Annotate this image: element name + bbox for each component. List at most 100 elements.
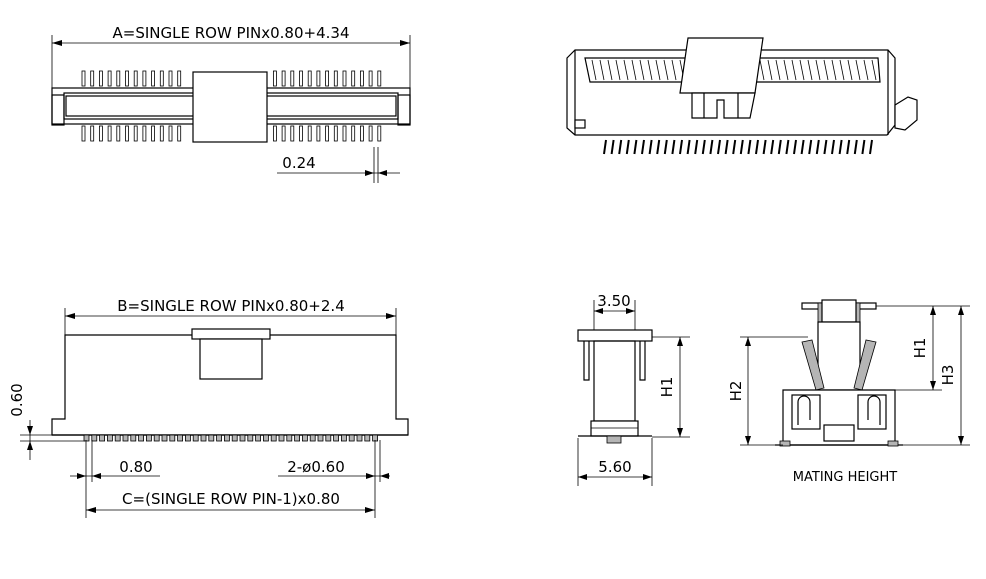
iso-pin: [679, 139, 683, 155]
iso-contact: [855, 59, 861, 81]
iso-pin: [724, 139, 729, 155]
iso-pin: [656, 139, 661, 155]
front-pin: [317, 434, 324, 442]
dim-h1-side-label: H1: [658, 377, 676, 398]
dim-c-label: C=(SINGLE ROW PIN-1)x0.80: [122, 490, 340, 508]
iso-pin: [808, 139, 813, 155]
front-pin: [294, 434, 301, 442]
top-pin: [368, 125, 373, 142]
iso-pin: [701, 139, 706, 155]
iso-pin: [853, 139, 858, 155]
top-pin: [168, 70, 173, 87]
iso-pin: [610, 139, 615, 155]
iso-pin: [823, 139, 828, 155]
iso-pin: [747, 139, 752, 155]
iso-pin: [694, 139, 699, 155]
front-pin: [184, 434, 191, 442]
top-view: A=SINGLE ROW PINx0.80+4.34 0.24: [51, 24, 411, 183]
iso-contact: [663, 59, 669, 81]
top-pin: [307, 70, 312, 87]
top-pin: [272, 125, 277, 142]
top-pin: [333, 70, 338, 87]
iso-contact: [767, 59, 773, 81]
iso-contact: [631, 59, 637, 81]
top-pin: [90, 125, 95, 142]
side-view: 3.50 H1 5.60: [577, 292, 690, 486]
top-pin: [116, 70, 121, 87]
iso-pin: [717, 139, 721, 155]
top-pin: [281, 70, 286, 87]
top-pin: [116, 125, 121, 142]
iso-contact: [871, 59, 877, 81]
top-pin: [316, 70, 321, 87]
dim-holes-label: 2-ø0.60: [287, 458, 345, 476]
dim-024-label: 0.24: [282, 154, 315, 172]
top-pin: [377, 125, 382, 142]
front-pin: [286, 434, 293, 442]
top-pin: [281, 125, 286, 142]
front-pin: [247, 434, 254, 442]
top-pin: [133, 125, 138, 142]
top-pin: [133, 70, 138, 87]
top-pin: [316, 125, 321, 142]
front-pin: [255, 434, 262, 442]
iso-pin: [633, 139, 638, 155]
top-pin: [159, 125, 164, 142]
dim-h1-mate-label: H1: [911, 338, 929, 359]
iso-pin: [815, 139, 820, 155]
dim-h3-label: H3: [939, 365, 957, 386]
iso-pin: [739, 139, 744, 155]
iso-contact: [671, 59, 677, 81]
iso-pin: [831, 139, 835, 155]
iso-pin: [800, 139, 805, 155]
iso-contact: [615, 59, 621, 81]
top-pin: [151, 70, 156, 87]
iso-contact: [831, 59, 837, 81]
iso-contact: [639, 59, 645, 81]
front-pin: [216, 434, 223, 442]
front-pin: [161, 434, 168, 442]
iso-pin: [846, 139, 851, 155]
front-pin: [262, 434, 269, 442]
front-pin: [122, 434, 129, 442]
top-pin: [351, 125, 356, 142]
top-pin: [342, 125, 347, 142]
top-pin: [125, 70, 129, 87]
iso-pin: [671, 139, 676, 155]
iso-contact: [775, 59, 781, 81]
top-pin: [272, 70, 277, 87]
front-pin: [91, 434, 98, 442]
iso-contact: [823, 59, 829, 81]
top-pin: [299, 125, 303, 142]
top-pin: [368, 70, 373, 87]
top-pins-lower: [81, 125, 382, 142]
top-pin: [351, 70, 356, 87]
front-pin: [114, 434, 121, 442]
top-pin: [177, 70, 182, 87]
top-pin: [81, 70, 86, 87]
dim-b-label: B=SINGLE ROW PINx0.80+2.4: [117, 297, 344, 315]
top-pin: [125, 125, 129, 142]
dim-350-label: 3.50: [597, 292, 630, 310]
top-pin: [168, 125, 173, 142]
top-pin: [377, 70, 382, 87]
top-pin: [90, 70, 95, 87]
top-pin: [325, 70, 330, 87]
front-pin: [83, 434, 90, 442]
front-pin: [325, 434, 332, 442]
top-pin: [142, 125, 147, 142]
iso-pin: [762, 139, 767, 155]
iso-pin: [603, 139, 607, 155]
iso-pin: [732, 139, 737, 155]
mating-view: H2 H1 H3 MATING HEIGHT: [727, 299, 970, 485]
front-pin: [364, 434, 371, 442]
front-pin: [239, 434, 246, 442]
top-pin: [299, 70, 303, 87]
iso-contact: [839, 59, 845, 81]
iso-pin: [625, 139, 630, 155]
iso-contact: [759, 59, 765, 81]
top-pin: [151, 125, 156, 142]
top-pin: [99, 70, 103, 87]
front-pin: [177, 434, 184, 442]
front-pin: [340, 434, 347, 442]
